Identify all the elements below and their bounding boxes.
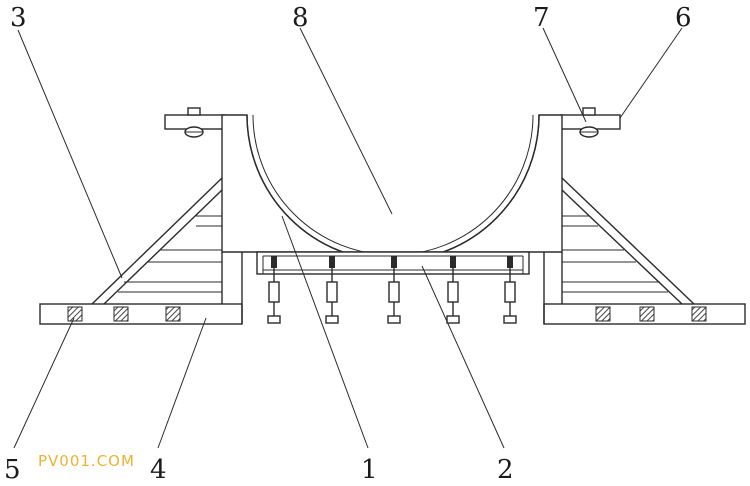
right-bolt <box>579 107 599 138</box>
leader-lines <box>13 27 683 449</box>
screw-jack <box>446 256 460 324</box>
leader-1 <box>281 215 369 449</box>
callout-2: 2 <box>497 455 514 485</box>
callout-8: 8 <box>292 3 309 33</box>
callout-3: 3 <box>10 3 27 33</box>
left-bolt <box>184 107 204 138</box>
screw-jack <box>267 256 281 324</box>
watermark-text: PV001.COM <box>38 452 135 470</box>
leader-6 <box>619 27 683 119</box>
leader-3 <box>17 29 123 279</box>
callout-4: 4 <box>150 455 167 485</box>
callout-6: 6 <box>675 3 692 33</box>
callout-5: 5 <box>4 455 21 485</box>
leader-7 <box>542 27 587 123</box>
screw-jack <box>325 256 339 324</box>
leader-8 <box>299 27 393 215</box>
callout-labels: 3 8 7 6 5 4 1 2 <box>4 3 692 485</box>
left-upright <box>221 252 243 324</box>
screw-jack <box>503 256 517 324</box>
callout-7: 7 <box>533 3 550 33</box>
leader-4 <box>157 317 207 449</box>
screw-jacks <box>267 256 517 324</box>
anchor-blocks <box>67 306 707 322</box>
callout-1: 1 <box>361 455 378 485</box>
screw-jack <box>387 256 401 324</box>
left-brace <box>91 177 223 305</box>
leader-5 <box>13 317 75 449</box>
right-upright <box>543 252 563 324</box>
leader-2 <box>421 265 505 449</box>
right-brace <box>561 177 695 305</box>
